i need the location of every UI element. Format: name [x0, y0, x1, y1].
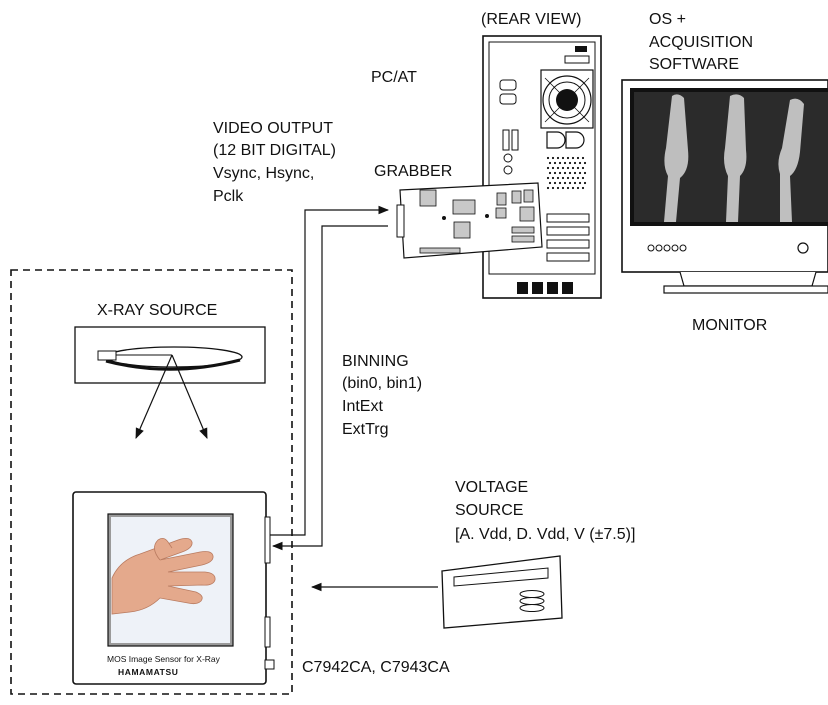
- rear-view-label: (REAR VIEW): [481, 11, 581, 28]
- vent-grid: [546, 156, 587, 190]
- xray-beam-left: [135, 354, 173, 439]
- system-enclosure: [10, 269, 293, 695]
- binning-label: BINNING (bin0, bin1) IntExt ExtTrg: [342, 353, 422, 438]
- svg-text:VIDEO OUTPUT: VIDEO OUTPUT: [213, 120, 333, 137]
- svg-text:ExtTrg: ExtTrg: [342, 421, 389, 438]
- pc-tower: (REAR VIEW) PC/AT: [371, 11, 602, 299]
- grabber-card: GRABBER: [374, 163, 543, 259]
- monitor-label: MONITOR: [692, 317, 767, 334]
- xray-image: [664, 94, 804, 222]
- svg-text:Pclk: Pclk: [213, 188, 244, 205]
- pc-at-label: PC/AT: [371, 69, 417, 86]
- grabber-label: GRABBER: [374, 163, 452, 180]
- xray-beam-right: [171, 354, 208, 439]
- svg-text:SOURCE: SOURCE: [455, 502, 523, 519]
- xray-source: X-RAY SOURCE: [74, 302, 266, 384]
- xray-detector: MOS Image Sensor for X-Ray HAMAMATSU: [72, 491, 275, 685]
- software-label-2: ACQUISITION: [649, 34, 753, 51]
- svg-text:IntExt: IntExt: [342, 398, 383, 415]
- cable-video-output: [270, 205, 390, 536]
- svg-text:(bin0, bin1): (bin0, bin1): [342, 375, 422, 392]
- svg-text:BINNING: BINNING: [342, 353, 409, 370]
- svg-text:VOLTAGE: VOLTAGE: [455, 479, 528, 496]
- hand-image: [111, 538, 216, 615]
- sensor-caption: MOS Image Sensor for X-Ray: [107, 654, 221, 664]
- monitor: OS + ACQUISITION SOFTWARE MONITOR: [621, 11, 828, 334]
- software-label-3: SOFTWARE: [649, 56, 739, 73]
- svg-text:Vsync, Hsync,: Vsync, Hsync,: [213, 165, 314, 182]
- cable-control: [271, 225, 388, 551]
- brand-logo: HAMAMATSU: [118, 667, 178, 677]
- software-label-1: OS +: [649, 11, 686, 28]
- svg-text:[A. Vdd, D. Vdd, V (±7.5)]: [A. Vdd, D. Vdd, V (±7.5)]: [455, 526, 635, 543]
- video-output-label: VIDEO OUTPUT (12 BIT DIGITAL) Vsync, Hsy…: [213, 120, 336, 205]
- svg-text:(12 BIT DIGITAL): (12 BIT DIGITAL): [213, 142, 336, 159]
- xray-source-label: X-RAY SOURCE: [97, 302, 217, 319]
- voltage-source: VOLTAGE SOURCE [A. Vdd, D. Vdd, V (±7.5)…: [441, 479, 635, 629]
- model-label: C7942CA, C7943CA: [302, 659, 450, 676]
